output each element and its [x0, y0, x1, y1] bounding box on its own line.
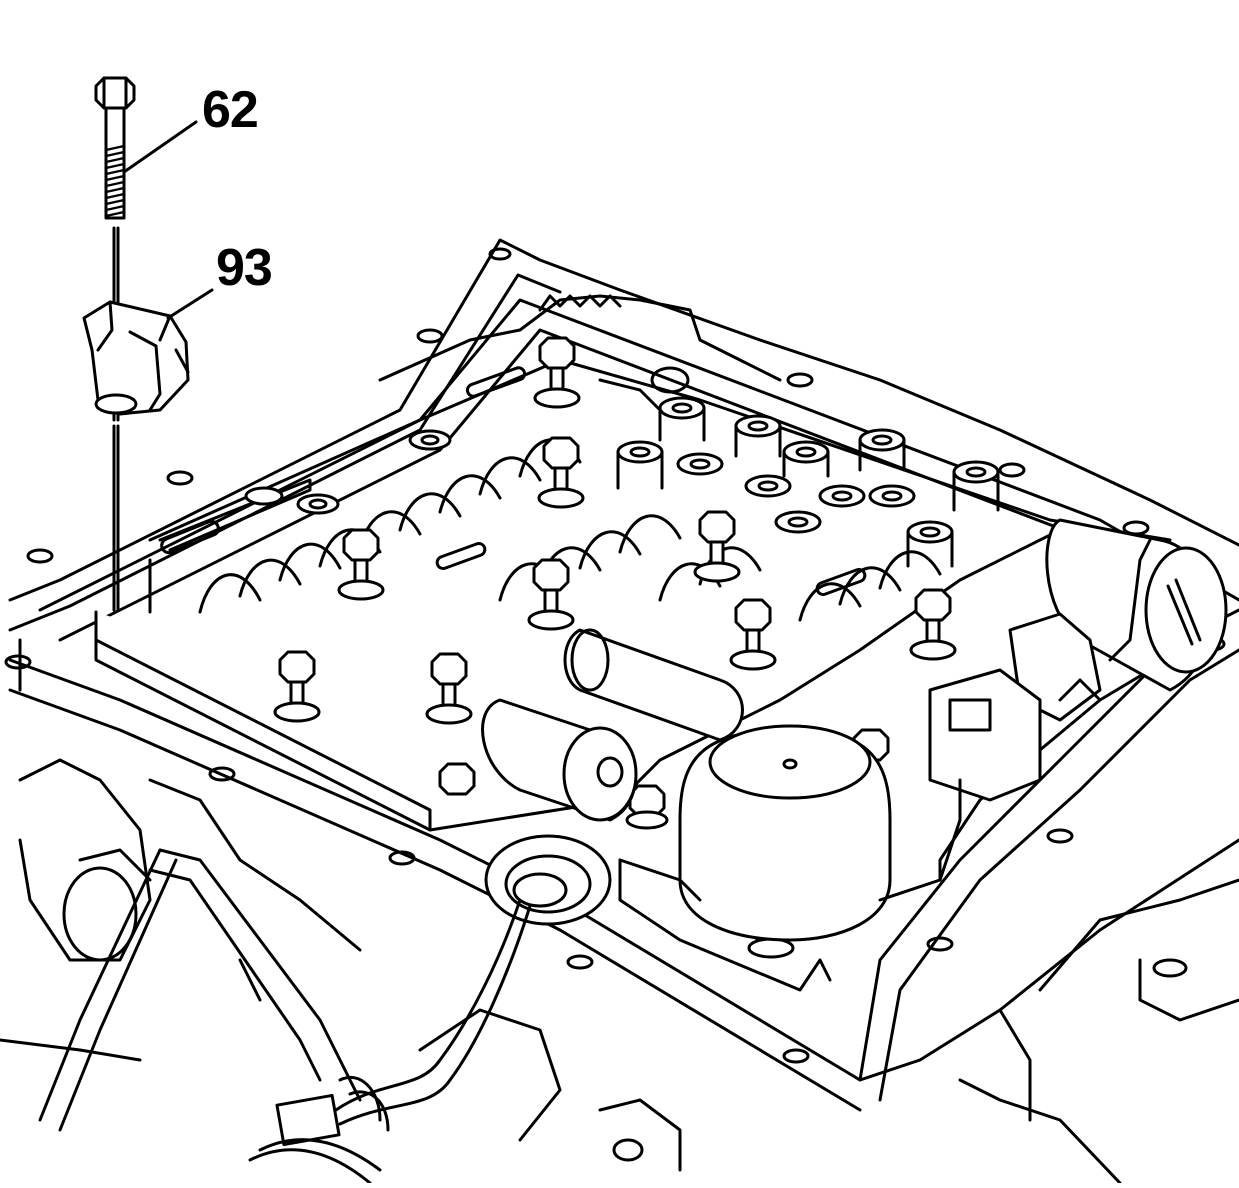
leader-line-62 [122, 120, 198, 174]
filter-seal-opening [484, 834, 612, 926]
accumulator [618, 724, 962, 992]
retainer-clip [82, 300, 190, 416]
wiring-harness [38, 848, 532, 1185]
bolt [94, 76, 136, 220]
leader-line-93 [166, 288, 214, 320]
callout-label-62: 62 [202, 81, 259, 139]
solenoids [481, 518, 1228, 822]
manual-shaft-linkage [378, 294, 782, 412]
callout-label-93: 93 [216, 239, 273, 297]
